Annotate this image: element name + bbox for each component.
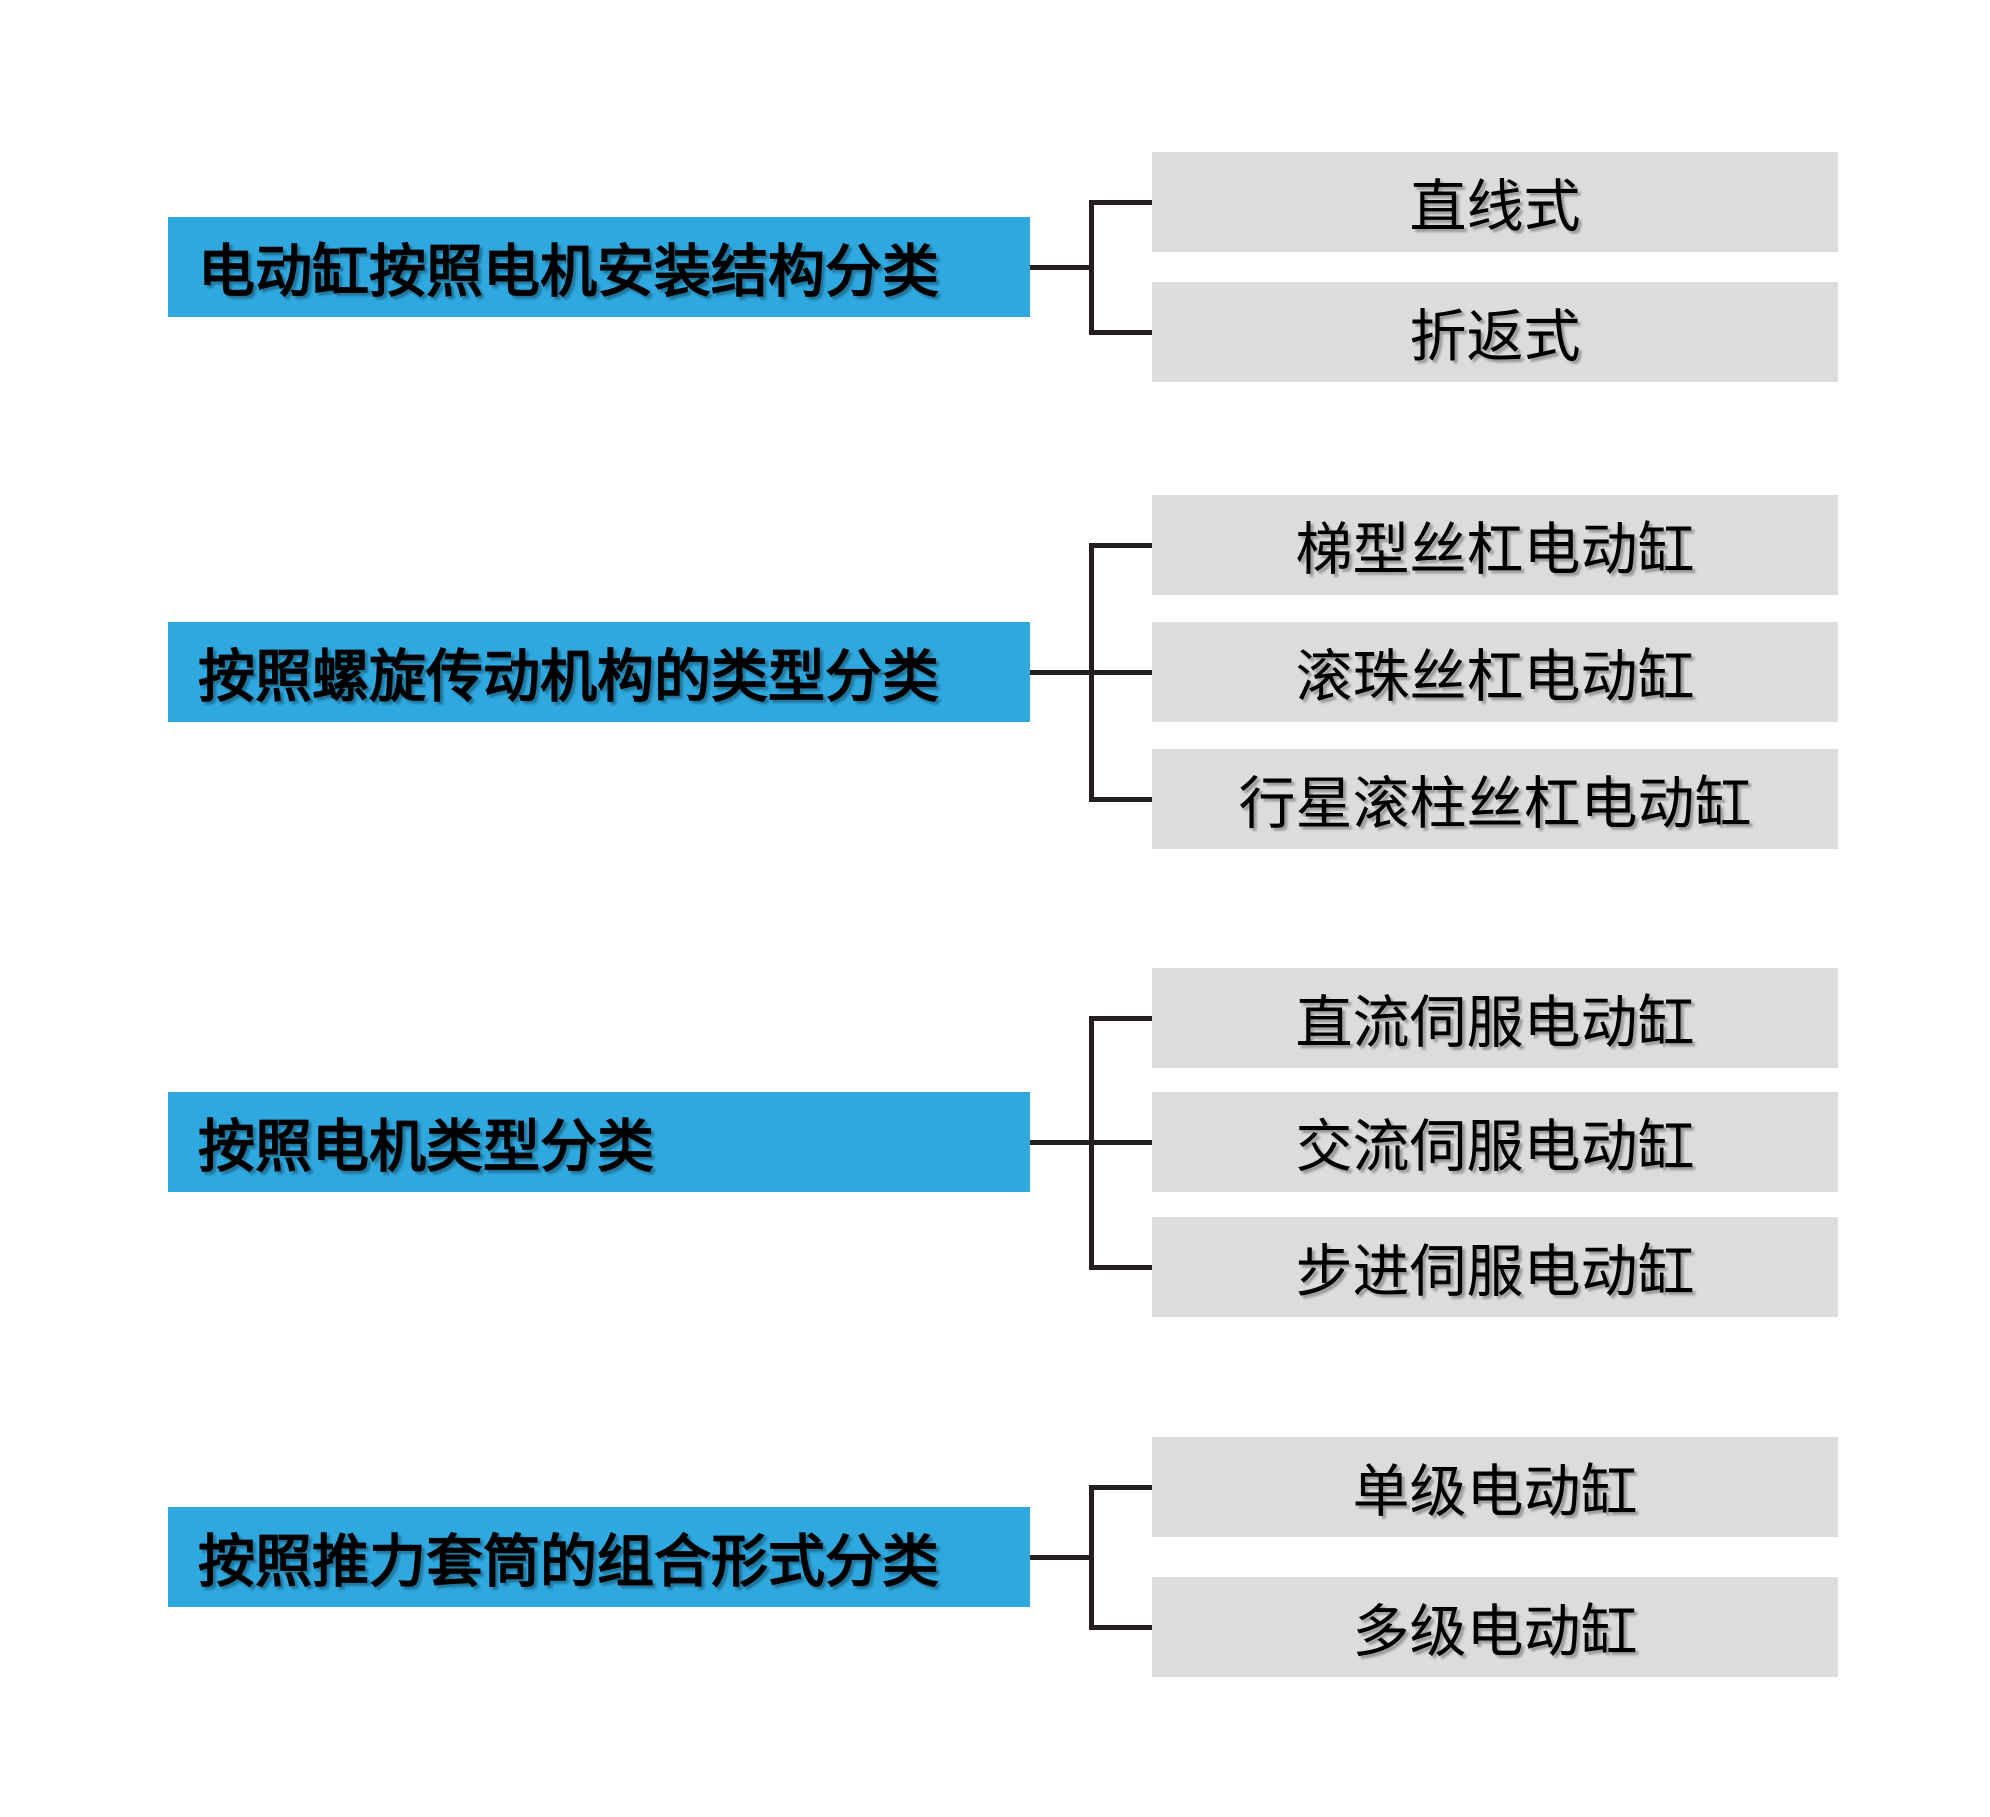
category-box: 按照电机类型分类 [168,1092,1030,1192]
connector-stub-line [1089,1624,1152,1630]
connector-branch-line [1030,1139,1094,1145]
category-box: 按照螺旋传动机构的类型分类 [168,622,1030,722]
item-box: 单级电动缸 [1152,1437,1838,1537]
item-box: 行星滚柱丝杠电动缸 [1152,749,1838,849]
connector-stub-line [1089,1015,1152,1021]
connector-branch-line [1030,1554,1094,1560]
item-box: 步进伺服电动缸 [1152,1217,1838,1317]
connector-stub-line [1089,1264,1152,1270]
connector-branch-line [1030,669,1094,675]
category-box: 电动缸按照电机安装结构分类 [168,217,1030,317]
item-box: 折返式 [1152,282,1838,382]
connector-stub-line [1089,669,1152,675]
item-box: 直线式 [1152,152,1838,252]
item-box: 梯型丝杠电动缸 [1152,495,1838,595]
item-box: 多级电动缸 [1152,1577,1838,1677]
item-box: 交流伺服电动缸 [1152,1092,1838,1192]
connector-stub-line [1089,796,1152,802]
connector-spine-line [1089,1484,1094,1630]
category-box: 按照推力套筒的组合形式分类 [168,1507,1030,1607]
connector-branch-line [1030,264,1094,270]
item-box: 直流伺服电动缸 [1152,968,1838,1068]
item-box: 滚珠丝杠电动缸 [1152,622,1838,722]
connector-spine-line [1089,199,1094,335]
connector-stub-line [1089,542,1152,548]
connector-stub-line [1089,199,1152,205]
connector-stub-line [1089,1484,1152,1490]
connector-stub-line [1089,329,1152,335]
connector-stub-line [1089,1139,1152,1145]
